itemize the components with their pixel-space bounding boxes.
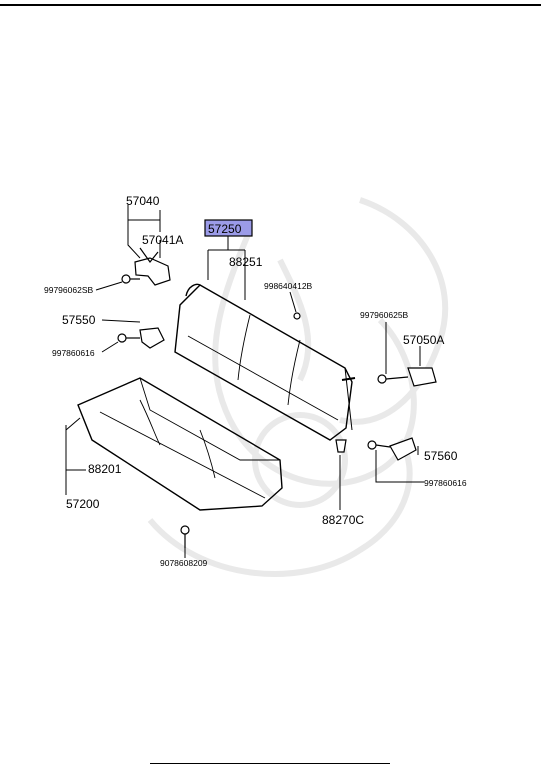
bolt-997860616-right bbox=[367, 440, 377, 450]
label-997860616-right: 997860616 bbox=[424, 478, 467, 488]
bolt-99796062sb bbox=[121, 274, 131, 284]
label-88201: 88201 bbox=[88, 462, 122, 476]
seat-back-hinge-pin bbox=[341, 377, 356, 381]
label-997960625b: 997960625B bbox=[360, 310, 409, 320]
label-88251: 88251 bbox=[229, 255, 263, 269]
bottom-border-line bbox=[150, 763, 390, 764]
seat-cushion-assembly bbox=[77, 377, 283, 511]
label-57560: 57560 bbox=[424, 449, 458, 463]
label-998640412b: 998640412B bbox=[264, 281, 313, 291]
leader-lines bbox=[65, 205, 424, 558]
seat-back-seam-3 bbox=[287, 339, 301, 406]
label-997860616-left: 997860616 bbox=[52, 348, 95, 358]
label-57040: 57040 bbox=[126, 194, 160, 208]
bolt-9078608209 bbox=[180, 525, 190, 535]
seat-back-seam-1 bbox=[187, 335, 339, 421]
seat-cushion-seam-2 bbox=[139, 399, 161, 446]
watermark-emblem bbox=[147, 197, 449, 577]
hook-bracket-tab bbox=[139, 247, 159, 263]
seat-back-outline bbox=[174, 284, 353, 441]
clip-88270c bbox=[335, 439, 347, 453]
bolt-998640412b bbox=[293, 312, 301, 320]
seat-back-seam-2 bbox=[237, 314, 251, 381]
seat-back-assembly bbox=[174, 283, 356, 441]
bracket-57550 bbox=[139, 327, 165, 349]
bracket-57560 bbox=[389, 437, 417, 461]
label-57250: 57250 bbox=[208, 222, 242, 236]
seat-back-top-edge bbox=[185, 283, 201, 297]
label-99796062sb: 99796062SB bbox=[44, 285, 93, 295]
hinge-57050a bbox=[407, 367, 437, 387]
seat-cushion-outline bbox=[77, 377, 283, 511]
seat-back-side-edge bbox=[344, 367, 353, 431]
top-border-line bbox=[0, 4, 541, 6]
label-57550: 57550 bbox=[62, 313, 96, 327]
label-88270c: 88270C bbox=[322, 513, 364, 527]
highlight-box-57250 bbox=[204, 219, 253, 237]
bolt-997860616-left bbox=[117, 333, 127, 343]
bolt-997960625b bbox=[377, 374, 387, 384]
seat-cushion-front bbox=[91, 439, 201, 511]
label-9078608209: 9078608209 bbox=[160, 558, 208, 568]
seat-cushion-seam-1 bbox=[99, 411, 266, 499]
label-57200: 57200 bbox=[66, 497, 100, 511]
seat-cushion-rear bbox=[139, 377, 280, 461]
hook-bracket bbox=[134, 257, 171, 286]
seat-cushion-seam-3 bbox=[199, 429, 216, 479]
label-57041a: 57041A bbox=[142, 233, 183, 247]
hardware-parts bbox=[117, 247, 437, 548]
label-57050a: 57050A bbox=[403, 333, 444, 347]
